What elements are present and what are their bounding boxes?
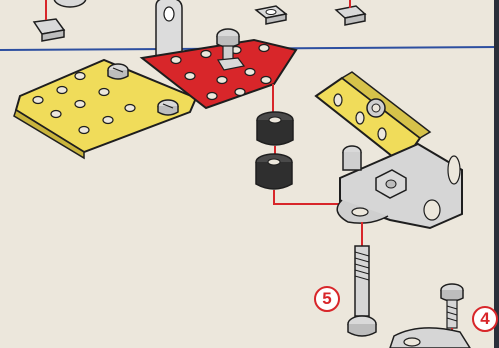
step-number-badge-5: 5 xyxy=(314,286,340,312)
spacer-upper xyxy=(257,112,293,145)
right-edge-strip xyxy=(494,0,499,348)
top-square-nut-center xyxy=(256,6,286,24)
grey-plate-partial xyxy=(390,328,470,348)
spacer-lower xyxy=(256,154,292,189)
top-square-nut-right xyxy=(336,0,365,25)
long-bolt xyxy=(348,246,376,336)
collar-on-bracket xyxy=(367,99,385,117)
step-number-5: 5 xyxy=(322,289,331,309)
bolt-on-bracket xyxy=(343,146,361,170)
top-washer-partial xyxy=(54,0,86,7)
bolt-on-plate-right xyxy=(158,100,178,115)
step-number-badge-4: 4 xyxy=(472,306,498,332)
step-number-4: 4 xyxy=(480,309,489,329)
bolt-on-plate-left xyxy=(108,64,128,79)
top-square-nut-left xyxy=(34,0,64,41)
